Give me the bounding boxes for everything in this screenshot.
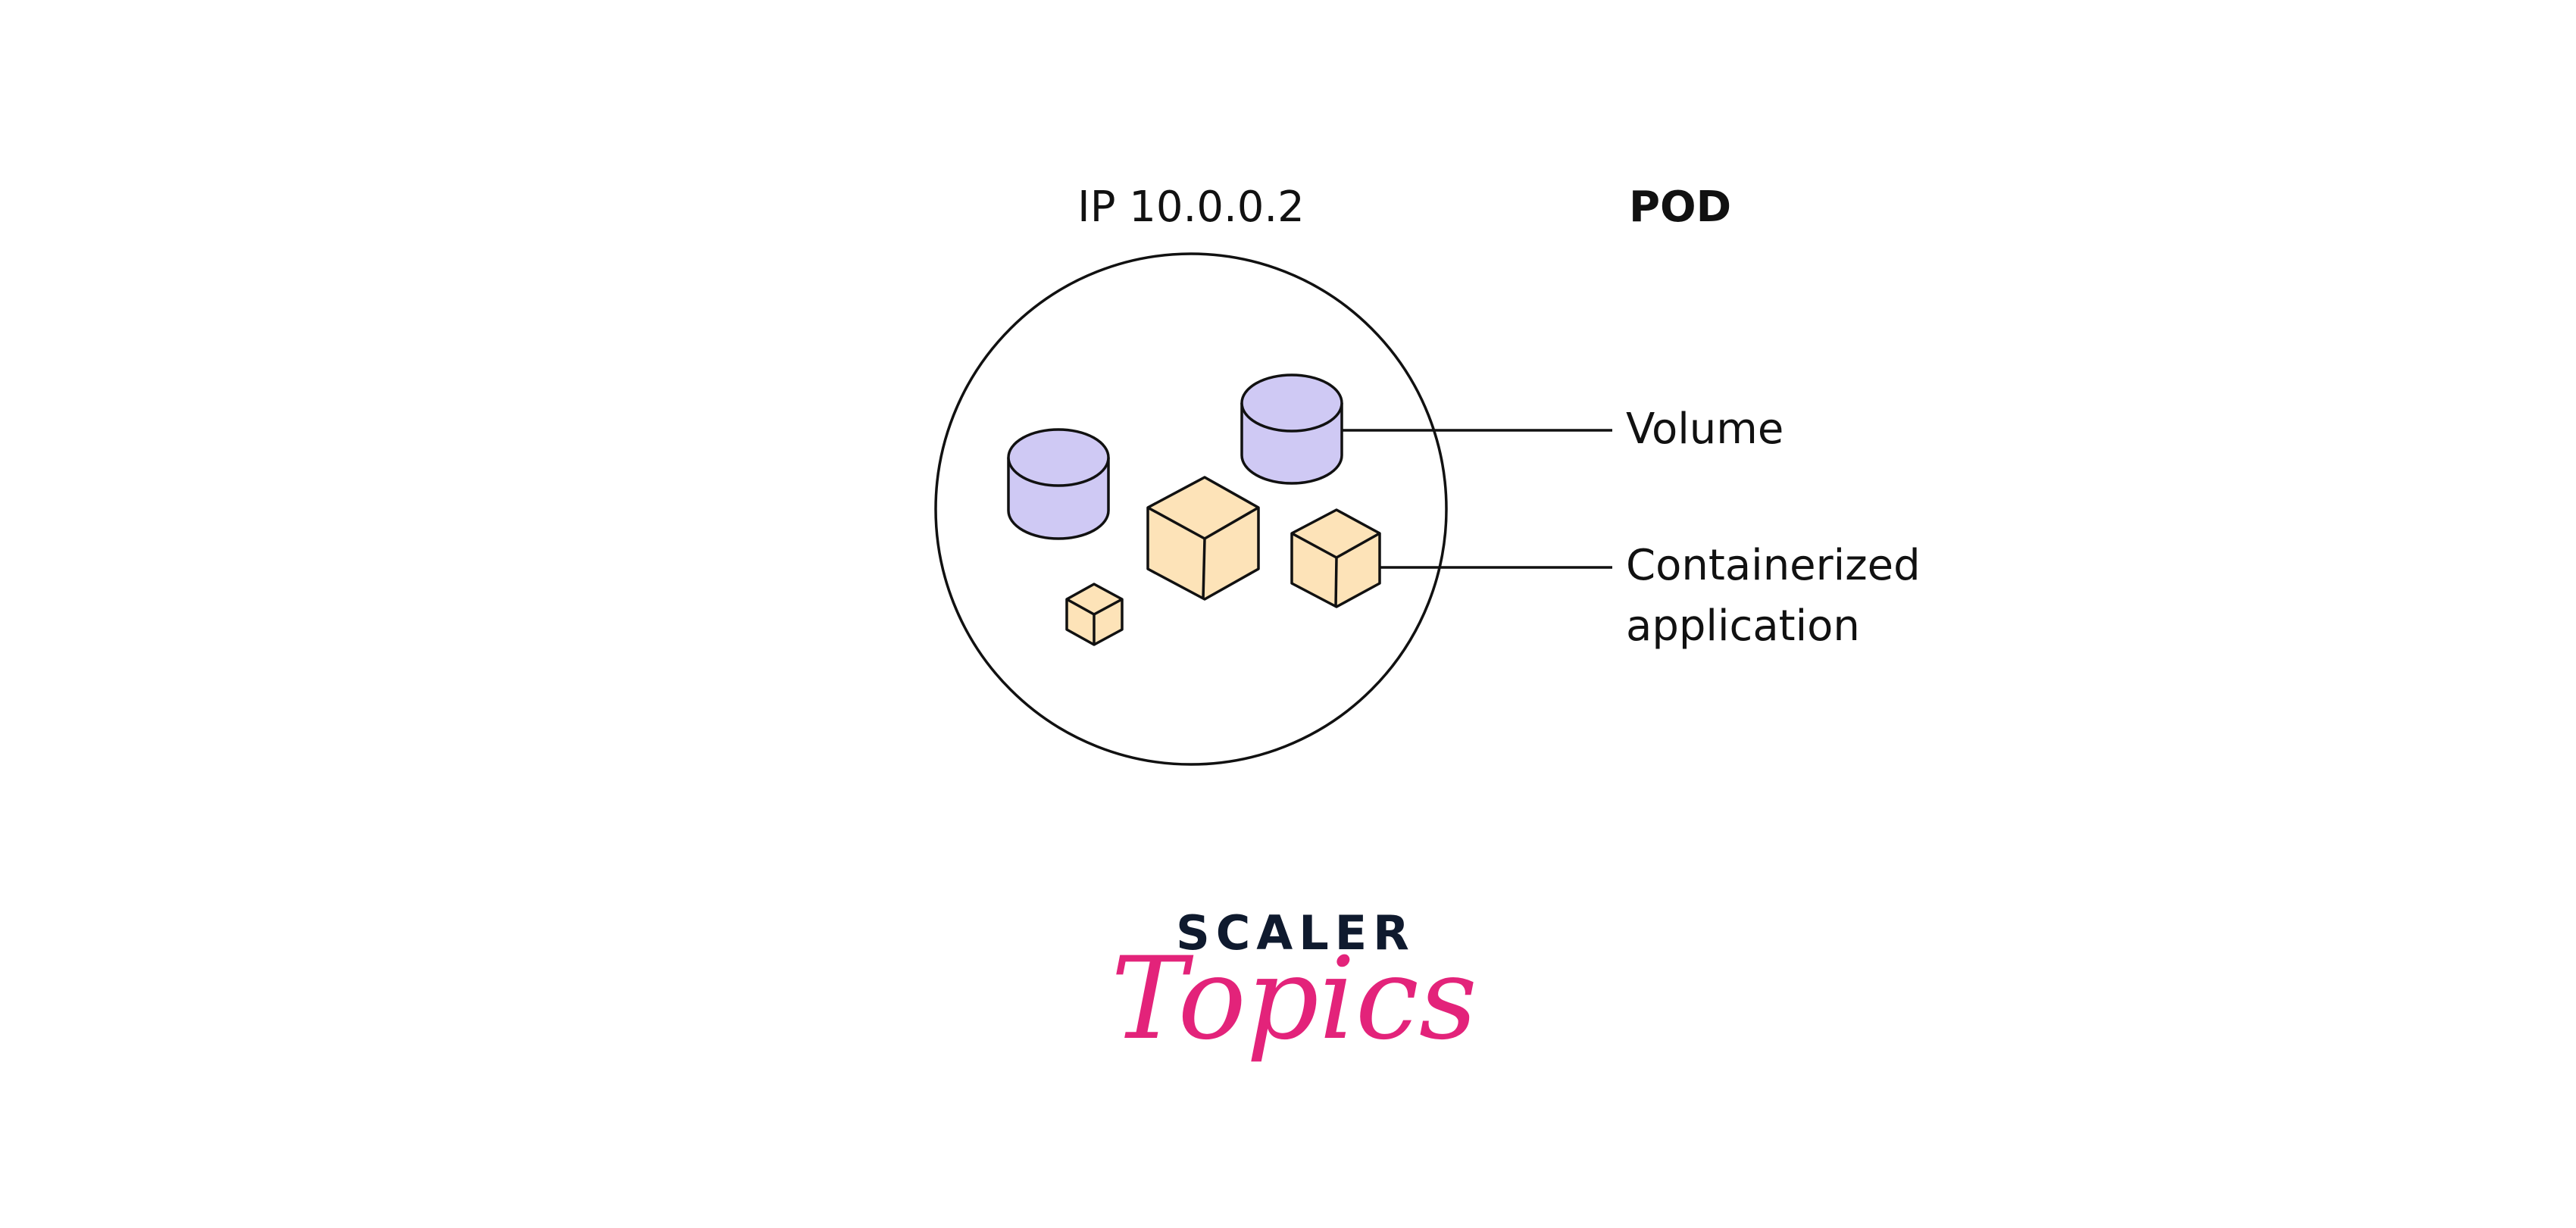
container-label-line2: application — [1626, 602, 1860, 651]
container-label-line1: Containerized — [1626, 541, 1921, 590]
logo-line2: Topics — [1111, 933, 1477, 1065]
container-cube-large — [1146, 476, 1260, 601]
scaler-topics-logo: SCALER Topics — [1111, 905, 1477, 1065]
container-cube-medium — [1290, 508, 1381, 608]
pod-label: POD — [1629, 183, 1731, 232]
ip-label: IP 10.0.0.2 — [1077, 183, 1305, 232]
logo-line1: SCALER — [1176, 905, 1415, 961]
volume-cylinder-left — [1007, 428, 1110, 540]
volume-label: Volume — [1626, 405, 1784, 454]
volume-cylinder-right — [1240, 373, 1343, 485]
container-cube-small — [1065, 583, 1124, 646]
pod-circle — [934, 252, 1448, 766]
